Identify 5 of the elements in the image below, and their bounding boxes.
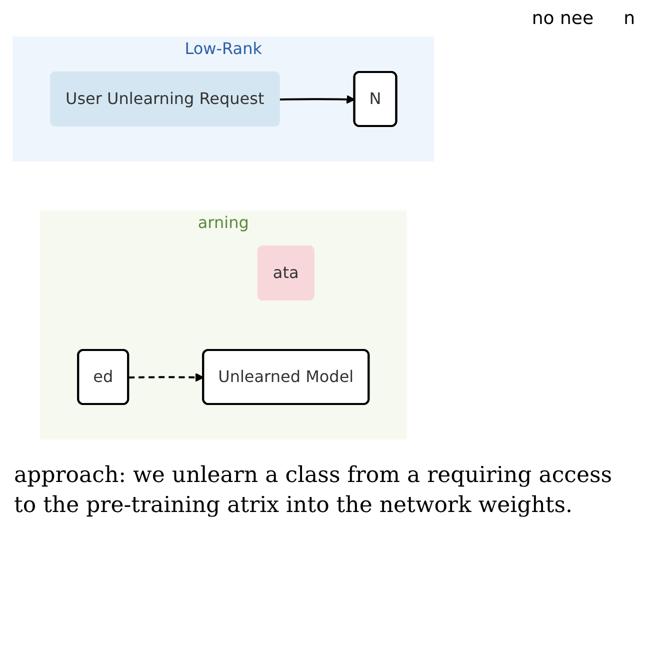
arrow bbox=[128, 373, 204, 382]
note-text: n bbox=[624, 8, 635, 29]
arrow bbox=[280, 95, 356, 104]
note-text: no nee bbox=[532, 8, 594, 29]
figure-caption: approach: we unlearn a class from a requiring access to the pre-training atrix into the network weights. bbox=[13, 462, 614, 520]
